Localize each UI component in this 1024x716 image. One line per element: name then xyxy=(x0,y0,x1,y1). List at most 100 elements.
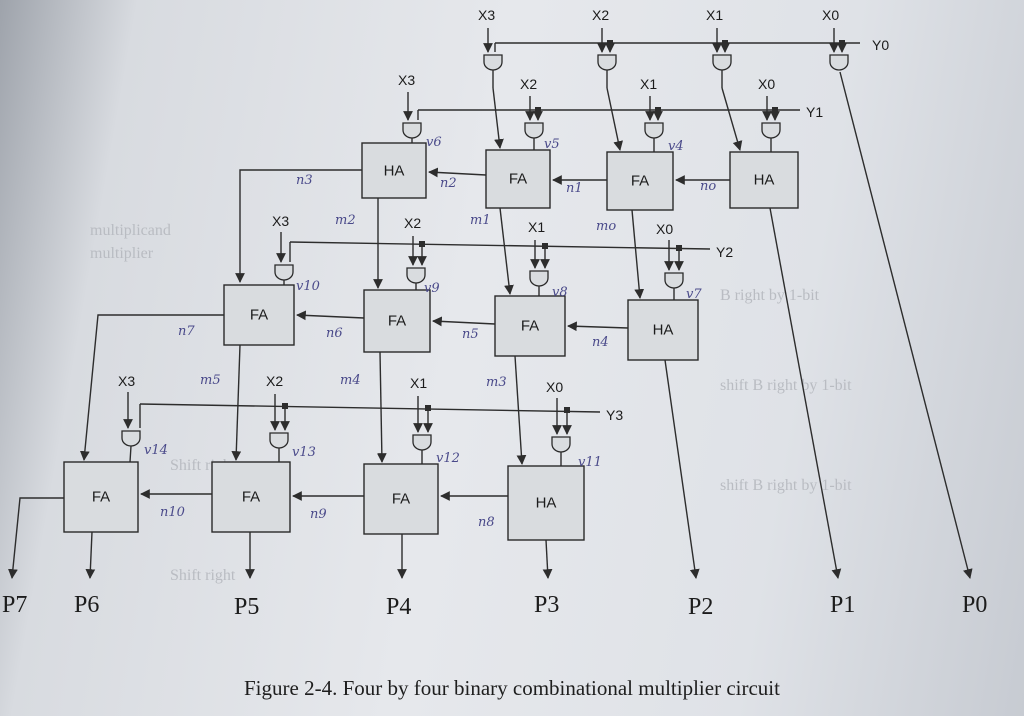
fa-row1-2 xyxy=(485,149,551,209)
svg-text:n4: n4 xyxy=(592,335,609,350)
and-gate-x1y3 xyxy=(412,396,433,464)
and-gate-x3y2 xyxy=(274,232,294,287)
svg-text:n5: n5 xyxy=(462,327,479,342)
adder-label: HA xyxy=(653,322,674,339)
svg-text:v12: v12 xyxy=(436,451,460,466)
fa-row2-2 xyxy=(363,289,431,353)
svg-text:n6: n6 xyxy=(326,326,343,341)
ha-row1-3 xyxy=(361,142,427,199)
output-label: P0 xyxy=(962,592,987,618)
fa-row3-3 xyxy=(63,461,139,533)
adder-label: FA xyxy=(521,318,539,335)
x-input-label: X2 xyxy=(592,7,609,23)
output-label: P3 xyxy=(534,592,559,618)
svg-text:v10: v10 xyxy=(296,279,320,294)
x-input-label: X2 xyxy=(404,215,421,231)
and-gate-x2y0 xyxy=(597,28,617,88)
y3-line xyxy=(139,403,601,413)
y-input-label: Y2 xyxy=(716,244,733,260)
svg-text:n2: n2 xyxy=(440,176,457,191)
and-gate-x2y1 xyxy=(524,96,544,150)
x-input-label: X3 xyxy=(272,213,289,229)
svg-text:v9: v9 xyxy=(424,281,440,296)
svg-text:B right by 1-bit: B right by 1-bit xyxy=(720,287,820,304)
and-gate-x0y1 xyxy=(761,96,781,152)
adder-label: FA xyxy=(392,491,410,508)
svg-text:multiplier: multiplier xyxy=(90,245,154,262)
svg-text:n9: n9 xyxy=(310,507,327,522)
adder-label: HA xyxy=(536,495,557,512)
x-input-label: X0 xyxy=(546,379,563,395)
svg-text:n8: n8 xyxy=(478,515,495,530)
svg-text:v5: v5 xyxy=(544,137,560,152)
ha-row1-0 xyxy=(729,151,799,209)
faint-background-text: multiplicand multiplier Shift right Shif… xyxy=(90,222,852,584)
x-input-label: X2 xyxy=(266,373,283,389)
output-label: P5 xyxy=(234,594,259,620)
svg-text:m1: m1 xyxy=(470,213,491,228)
figure-caption: Figure 2-4. Four by four binary combinat… xyxy=(244,676,780,700)
x-input-label: X3 xyxy=(398,72,415,88)
ha-row3-0 xyxy=(507,465,585,541)
adder-label: FA xyxy=(242,489,260,506)
y-input-label: Y0 xyxy=(872,37,889,53)
svg-text:v4: v4 xyxy=(668,139,684,154)
x-input-label: X0 xyxy=(656,221,673,237)
svg-text:n10: n10 xyxy=(160,505,185,520)
and-gate-x2y3 xyxy=(269,394,290,462)
and-gate-x1y1 xyxy=(644,96,664,152)
svg-text:mo: mo xyxy=(596,219,616,234)
output-label: P6 xyxy=(74,592,99,618)
adder-label: HA xyxy=(384,163,405,180)
output-label: P4 xyxy=(386,594,411,620)
svg-text:v14: v14 xyxy=(144,443,168,458)
adder-label: HA xyxy=(754,172,775,189)
and-gate-x0y2 xyxy=(664,240,684,300)
output-label: P1 xyxy=(830,592,855,618)
svg-text:m5: m5 xyxy=(200,373,221,388)
and-gate-x1y2 xyxy=(529,240,550,296)
output-label: P2 xyxy=(688,594,713,620)
x-input-label: X0 xyxy=(758,76,775,92)
svg-text:shift B right by 1-bit: shift B right by 1-bit xyxy=(720,377,852,394)
svg-text:v11: v11 xyxy=(578,455,602,470)
y2-line xyxy=(289,241,711,250)
y-input-label: Y3 xyxy=(606,407,623,423)
x-input-label: X3 xyxy=(118,373,135,389)
x-input-label: X1 xyxy=(640,76,657,92)
adder-label: FA xyxy=(250,307,268,324)
svg-text:n1: n1 xyxy=(566,181,583,196)
adder-label: FA xyxy=(92,489,110,506)
handwritten-annotations: n3 n2 n1 no m2 m1 mo n7 n6 n5 n4 m5 m4 m… xyxy=(144,135,716,530)
adder-label: FA xyxy=(388,313,406,330)
svg-text:v7: v7 xyxy=(686,287,702,302)
svg-text:v8: v8 xyxy=(552,285,568,300)
fa-row3-1 xyxy=(363,463,439,535)
x-input-label: X1 xyxy=(706,7,723,23)
x-input-label: X1 xyxy=(410,375,427,391)
svg-text:n7: n7 xyxy=(178,324,195,339)
svg-text:n3: n3 xyxy=(296,173,313,188)
and-gate-x0y0 xyxy=(829,28,973,579)
and-gate-x1y0 xyxy=(712,28,732,88)
and-gate-x3y0 xyxy=(483,28,503,88)
y-input-label: Y1 xyxy=(806,104,823,120)
svg-text:m2: m2 xyxy=(335,213,356,228)
output-label: P7 xyxy=(2,592,27,618)
svg-text:v13: v13 xyxy=(292,445,316,460)
svg-text:shift B right by 1-bit: shift B right by 1-bit xyxy=(720,477,852,494)
fa-row3-2 xyxy=(211,461,291,533)
svg-text:m3: m3 xyxy=(486,375,507,390)
x-input-label: X0 xyxy=(822,7,839,23)
x-input-label: X2 xyxy=(520,76,537,92)
svg-text:m4: m4 xyxy=(340,373,361,388)
fa-row1-1 xyxy=(606,151,674,211)
and-gate-x3y1 xyxy=(402,92,422,143)
svg-text:no: no xyxy=(700,179,716,194)
x-input-label: X1 xyxy=(528,219,545,235)
x-input-label: X3 xyxy=(478,7,495,23)
ha-row2-0 xyxy=(627,299,699,361)
adder-label: FA xyxy=(631,173,649,190)
